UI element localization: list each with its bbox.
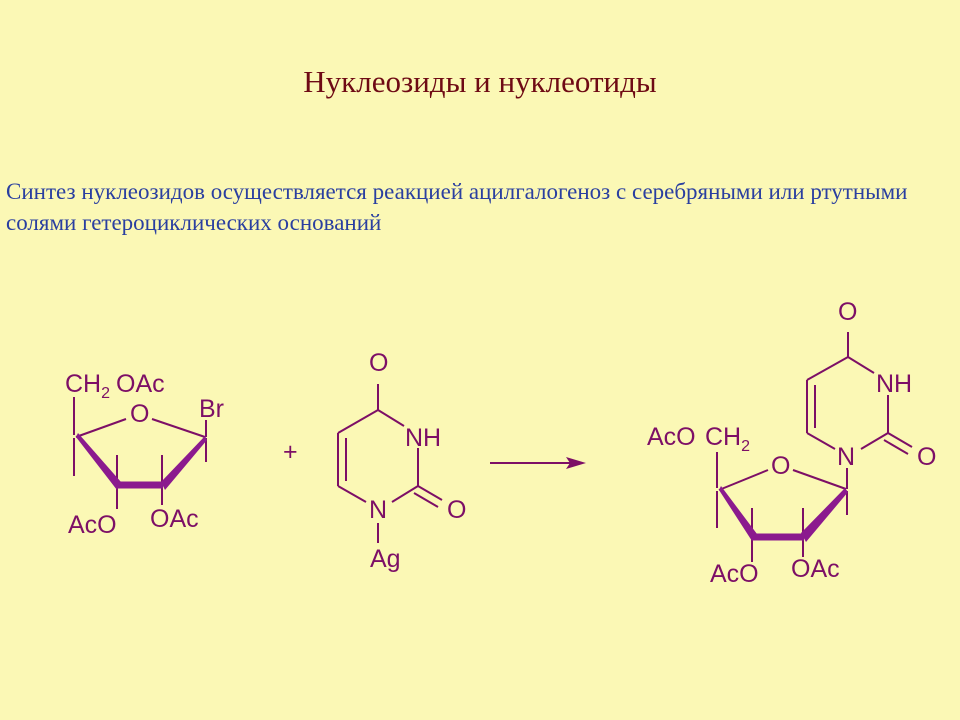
sugar-aco-label: AcO — [68, 511, 117, 539]
base-c2-n1-bond — [391, 485, 419, 503]
product-labels: AcO CH2 O N AcO OAc O NH O — [647, 298, 936, 588]
product-aco-label: AcO — [710, 560, 759, 588]
base-c4-c5-bond — [337, 409, 379, 434]
base-c6-n1-bond — [337, 485, 367, 503]
slide-title: Нуклеозиды и нуклеотиды — [303, 64, 657, 99]
sugar-oac2-label: OAc — [150, 505, 199, 533]
product-nh-label: NH — [876, 370, 912, 398]
sugar-ring-o-label: O — [130, 400, 149, 428]
product-c6-n1-bond — [806, 432, 836, 450]
product-c2-n1-bond — [860, 432, 889, 450]
sugar-labels: CH2 OAc O Br AcO OAc — [65, 370, 224, 539]
sugar-structure — [73, 397, 207, 509]
product-aco-ch2-label: AcO — [647, 423, 696, 451]
base-c2-o-bond-a — [417, 485, 443, 501]
product-wedge-left — [719, 486, 757, 541]
product-c4-c5-bond — [806, 356, 849, 381]
sugar-c4-o-bond — [75, 418, 127, 438]
product-wedge-right — [801, 488, 848, 542]
base-labels: O NH N O Ag — [369, 349, 466, 573]
sugar-oac-label: OAc — [116, 370, 165, 398]
product-sugar-structure — [716, 452, 848, 562]
product-c2-o-bond-a — [887, 432, 913, 448]
product-n-label: N — [837, 443, 855, 471]
product-o-c1-bond — [792, 469, 847, 490]
base-o-top-label: O — [369, 349, 388, 377]
intro-text: Синтез нуклеозидов осуществляется реакци… — [6, 179, 908, 235]
sugar-ch2-label: CH2 — [65, 370, 110, 402]
base-nh-label: NH — [405, 424, 441, 452]
base-c4-n3-bond — [377, 409, 405, 427]
product-ch2-label: CH2 — [705, 423, 750, 455]
reaction-arrow — [490, 457, 586, 469]
product-o-right-label: O — [917, 443, 936, 471]
product-c4-n3-bond — [847, 356, 875, 374]
plus-sign: + — [283, 438, 298, 466]
base-c2-o-bond-b — [413, 492, 439, 508]
base-n-label: N — [369, 496, 387, 524]
sugar-wedge-left — [76, 433, 121, 490]
product-oac-label: OAc — [791, 555, 840, 583]
sugar-wedge-right — [161, 436, 207, 490]
product-c2-o-bond-b — [883, 439, 909, 455]
base-o-right-label: O — [447, 496, 466, 524]
product-o-top-label: O — [838, 298, 857, 326]
base-ag-label: Ag — [370, 545, 401, 573]
sugar-o-c1-bond — [151, 418, 206, 438]
base-structure — [337, 384, 443, 543]
product-base-structure — [806, 332, 913, 455]
sugar-br-label: Br — [199, 395, 224, 423]
product-ring-o-label: O — [771, 452, 790, 480]
product-c4-o-bond — [718, 469, 769, 491]
